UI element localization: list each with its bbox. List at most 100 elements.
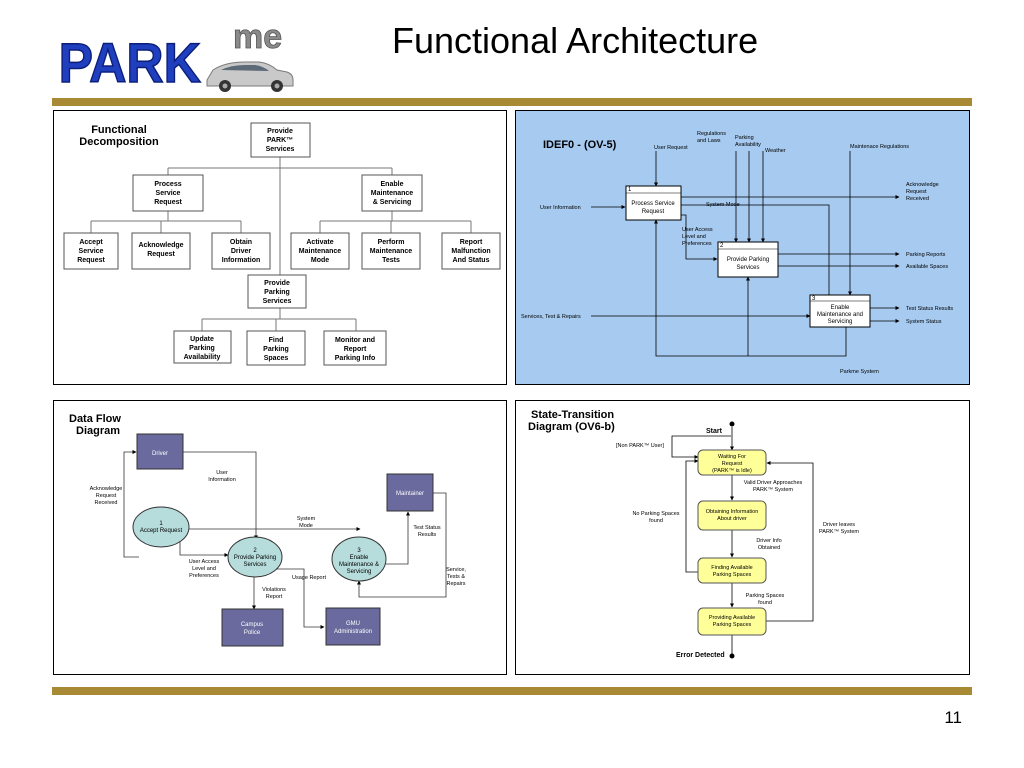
svg-text:Driver: Driver <box>152 451 168 457</box>
idef0-label-available-spaces: Available Spaces <box>906 264 948 270</box>
std-label-non-park-user: [Non PARK™ User] <box>616 443 664 449</box>
svg-text:3: 3 <box>812 296 816 302</box>
idef0-label-user-request: User Request <box>654 145 688 151</box>
dfd-label-service-tests: Service,Tests &Repairs <box>446 567 466 587</box>
idef0-label-maintenance-regulations: Maintenace Regulations <box>850 144 909 150</box>
idef0-label-system-status: System Status <box>906 319 942 325</box>
dfd-entity-maintainer: Maintainer <box>386 473 434 512</box>
idef0-label-services-tests: Services, Test & Repairs <box>521 314 581 320</box>
bottom-divider <box>52 687 972 695</box>
svg-text:Maintainer: Maintainer <box>396 491 424 497</box>
slide-title: Functional Architecture <box>392 20 759 61</box>
idef0-label-parkme-system: Parkme System <box>840 369 879 375</box>
car-icon <box>206 61 294 92</box>
dfd-label-usage-report: Usage Report <box>292 575 326 581</box>
parkme-logo: PARK me <box>58 18 294 95</box>
std-start-node <box>729 421 735 427</box>
idef0-label-system-mode: System Mode <box>706 202 740 208</box>
top-divider <box>52 98 972 106</box>
std-end-node <box>729 653 735 659</box>
svg-text:1: 1 <box>628 187 632 193</box>
std-start-label: Start <box>706 428 723 435</box>
idef0-label-parking-reports: Parking Reports <box>906 252 946 258</box>
svg-text:2: 2 <box>720 243 724 249</box>
idef0-label-test-status: Test Status Results <box>906 306 953 312</box>
std-error-label: Error Detected <box>676 652 725 659</box>
logo-me-text: me <box>233 18 282 56</box>
idef0-title: IDEF0 - (OV-5) <box>543 139 617 151</box>
idef0-label-user-information: User Information <box>540 205 581 211</box>
idef0-label-weather: Weather <box>765 148 786 154</box>
logo-park-text: PARK <box>59 32 201 94</box>
